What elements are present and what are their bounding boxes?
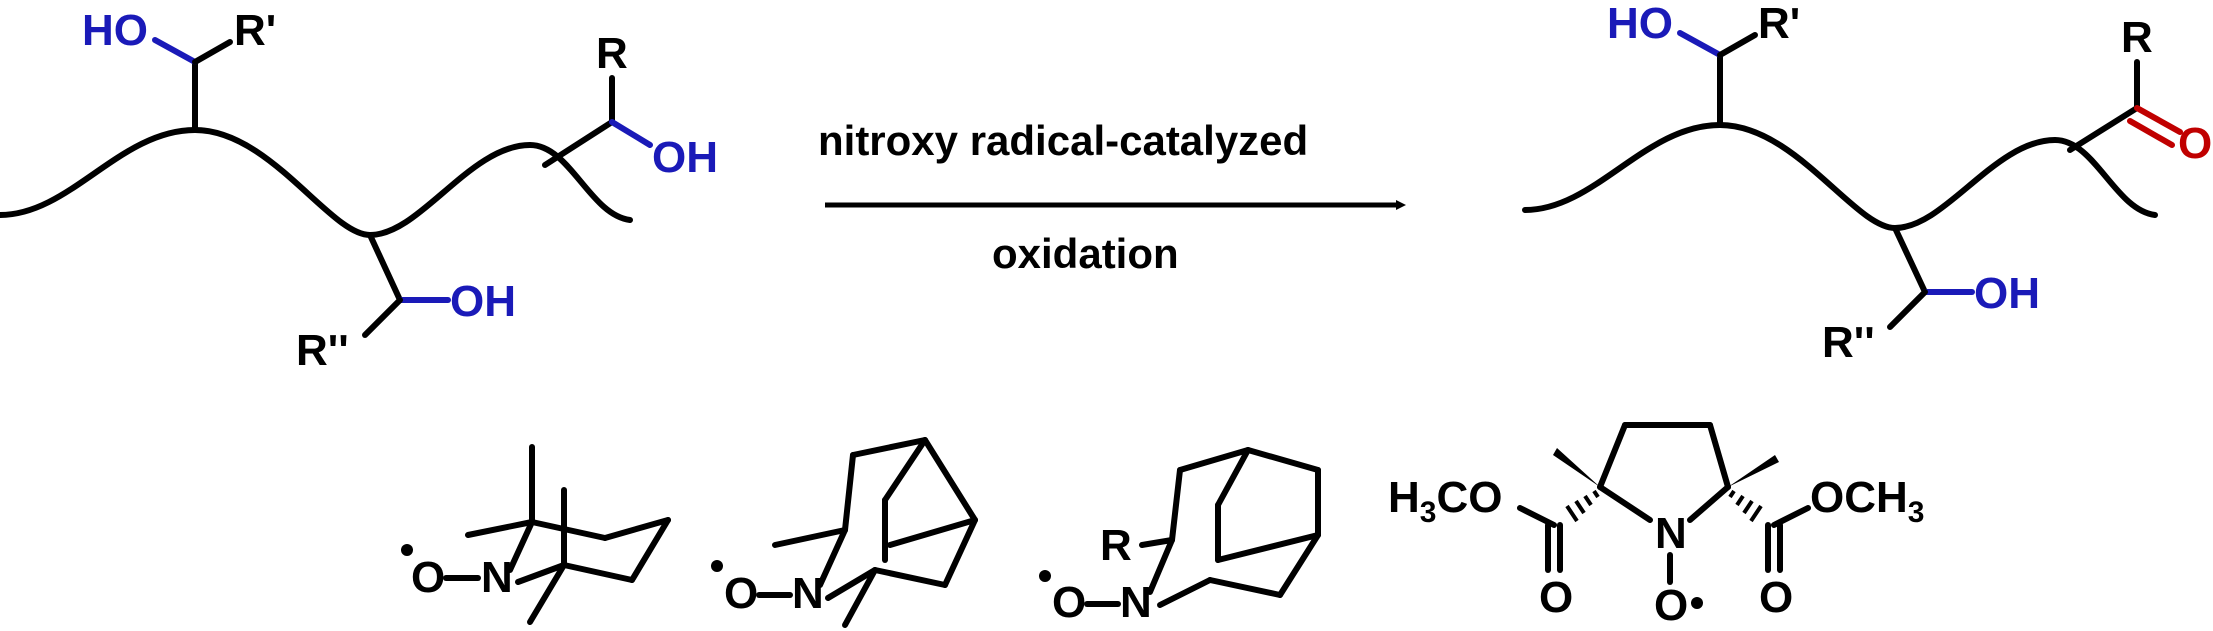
product-right-stem — [2067, 105, 2140, 153]
reactant-r-double-prime-label: R'' — [296, 326, 349, 375]
product-carbonyl-bond-2 — [2127, 118, 2175, 148]
tempo-radical-dot — [401, 544, 413, 556]
product-oh-bottom-label: OH — [1974, 269, 2040, 318]
r-azado-o-label: O — [1052, 578, 1086, 627]
product-bottom-stem — [1892, 225, 1928, 295]
azado-bond — [887, 517, 978, 548]
azado-bond — [842, 452, 856, 533]
left-ester-bond — [1517, 505, 1557, 528]
product-ho-label: HO — [1607, 0, 1673, 48]
catalyst-azado: O N — [711, 437, 978, 628]
tempo-bond — [629, 517, 671, 583]
pyrrolidine-n-label: N — [1655, 509, 1687, 558]
reactant-right-oh-bond — [609, 119, 653, 148]
azado-bond — [922, 437, 978, 523]
tempo-bond — [602, 517, 671, 541]
product-r-label: R — [2121, 13, 2153, 62]
product-polymer: HO R' R O OH R'' — [1522, 0, 2212, 367]
product-r-prime-label: R' — [1758, 0, 1800, 48]
azado-methyl — [842, 567, 878, 628]
azado-bond — [825, 567, 878, 601]
pyrrolidine-bond — [1707, 422, 1731, 490]
pyrrolidine-hash-left — [1565, 489, 1600, 523]
product-backbone — [1522, 122, 2158, 231]
tempo-bond — [529, 519, 608, 541]
reactant-r-label: R — [596, 29, 628, 78]
left-ester-h3co-label: H3CO — [1388, 473, 1502, 529]
r-azado-radical-dot — [1039, 570, 1051, 582]
reaction-arrow-group: nitroxy radical-catalyzed oxidation — [818, 117, 1406, 277]
r-azado-bond — [1157, 577, 1213, 608]
product-carbonyl-bond-1 — [2134, 105, 2183, 135]
pyrrolidine-wedge-left — [1553, 448, 1600, 487]
r-azado-bond — [1215, 447, 1251, 508]
azado-n-label: N — [792, 569, 824, 618]
right-ester-och3-label: OCH3 — [1810, 473, 1924, 529]
pyrrolidine-bond — [1597, 484, 1653, 523]
reactant-top-ho-bond — [152, 37, 198, 65]
pyrrolidine-bond — [1597, 422, 1628, 490]
azado-o-label: O — [724, 569, 758, 618]
arrow-label-bottom: oxidation — [992, 230, 1179, 277]
reactant-bottom-r-bond — [362, 297, 403, 338]
azado-bond — [882, 437, 928, 503]
tempo-o-label: O — [411, 553, 445, 602]
product-top-ho-bond — [1677, 30, 1723, 58]
reactant-oh-right-label: OH — [652, 133, 718, 182]
r-azado-bond — [1245, 447, 1321, 473]
reactant-oh-bottom-label: OH — [450, 277, 516, 326]
r-azado-n-label: N — [1120, 578, 1152, 627]
right-ester-bond — [1771, 505, 1811, 528]
reactant-polymer: HO R' R OH OH R'' — [0, 6, 718, 375]
catalyst-tempo: O N — [401, 444, 671, 625]
pyrrolidine-radical-dot — [1691, 597, 1703, 609]
product-o-label: O — [2178, 119, 2212, 168]
azado-bond — [850, 437, 928, 458]
product-bottom-r-bond — [1887, 289, 1928, 330]
right-ester-o-label: O — [1759, 573, 1793, 622]
arrow-label-top: nitroxy radical-catalyzed — [818, 117, 1308, 164]
r-azado-bond — [1139, 537, 1175, 548]
catalyst-r-azado: O N R — [1039, 447, 1321, 627]
catalyst-pyrrolidine-nitroxide: N O O H3CO O OC — [1388, 422, 1924, 630]
tempo-n-label: N — [481, 553, 513, 602]
azado-bond — [942, 517, 978, 588]
r-azado-bond — [1147, 537, 1175, 595]
r-azado-bond — [1207, 577, 1283, 598]
reactant-right-stem — [542, 119, 615, 168]
pyrrolidine-o-bottom-label: O — [1654, 581, 1688, 630]
reactant-backbone — [0, 127, 633, 238]
azado-bond — [817, 527, 848, 588]
pyrrolidine-bond — [1687, 484, 1731, 523]
tempo-bond — [515, 562, 567, 585]
left-ester-o-label: O — [1539, 573, 1573, 622]
tempo-bond — [507, 519, 535, 573]
azado-bond — [772, 527, 848, 548]
r-azado-bond — [1215, 532, 1321, 563]
reactant-top-r-bond — [192, 39, 233, 65]
r-azado-r-label: R — [1100, 521, 1132, 570]
reactant-ho-label: HO — [82, 6, 148, 55]
pyrrolidine-wedge-right — [1728, 455, 1779, 487]
r-azado-bond — [1169, 467, 1183, 543]
tempo-bond — [561, 562, 635, 583]
pyrrolidine-hash-right — [1728, 489, 1763, 523]
tempo-methyl — [527, 562, 567, 625]
product-r-double-prime-label: R'' — [1822, 318, 1875, 367]
product-top-r-bond — [1717, 32, 1758, 58]
r-azado-bond — [1277, 532, 1321, 598]
tempo-methyl — [465, 519, 535, 538]
reactant-bottom-stem — [367, 232, 403, 303]
reactant-r-prime-label: R' — [234, 6, 276, 55]
r-azado-bond — [1177, 447, 1251, 473]
azado-radical-dot — [711, 560, 723, 572]
azado-bond — [872, 567, 948, 588]
